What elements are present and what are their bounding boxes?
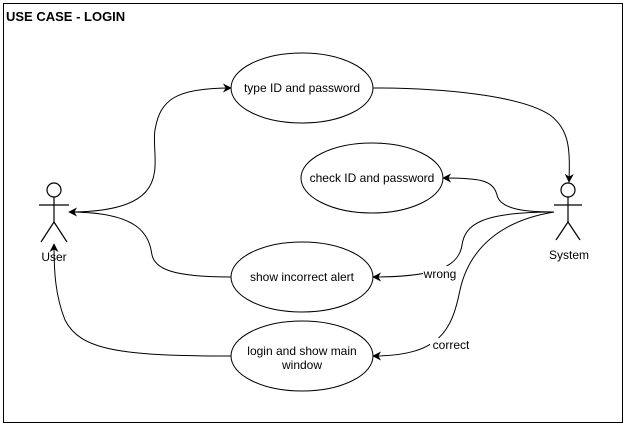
edge-system-to-login-main <box>372 211 555 361</box>
edge-user-to-type-id <box>68 83 232 213</box>
diagram-title: USE CASE - LOGIN <box>6 9 125 24</box>
edge-label-correct: correct <box>433 338 470 352</box>
edge-login-main-to-user <box>49 243 232 357</box>
system-actor-label: System <box>549 248 589 262</box>
use-case-login-show-main-window-text-line2: window <box>281 358 322 372</box>
use-case-type-id-password: type ID and password <box>230 52 374 124</box>
use-case-show-incorrect-alert: show incorrect alert <box>230 241 374 313</box>
use-case-check-id-password-text: check ID and password <box>310 171 435 185</box>
user-actor-head <box>46 182 62 198</box>
edge-label-wrong: wrong <box>423 267 457 281</box>
edge-type-id-to-system <box>372 87 574 183</box>
system-actor <box>554 182 582 241</box>
use-case-login-show-main-window-text-line1: login and show main <box>247 344 356 358</box>
use-case-show-incorrect-alert-text: show incorrect alert <box>250 270 355 284</box>
edge-label-correct-bg <box>430 338 472 353</box>
edge-system-to-check-id <box>442 173 555 213</box>
edge-label-wrong-bg <box>423 266 458 281</box>
use-case-type-id-password-text: type ID and password <box>244 81 360 95</box>
use-case-login-show-main-window: login and show main window <box>230 320 374 392</box>
user-actor <box>39 182 69 243</box>
system-actor-head <box>560 182 576 198</box>
use-case-check-id-password: check ID and password <box>300 142 444 214</box>
edge-system-to-incorrect-alert <box>372 211 555 282</box>
edge-incorrect-alert-to-user <box>68 207 232 278</box>
